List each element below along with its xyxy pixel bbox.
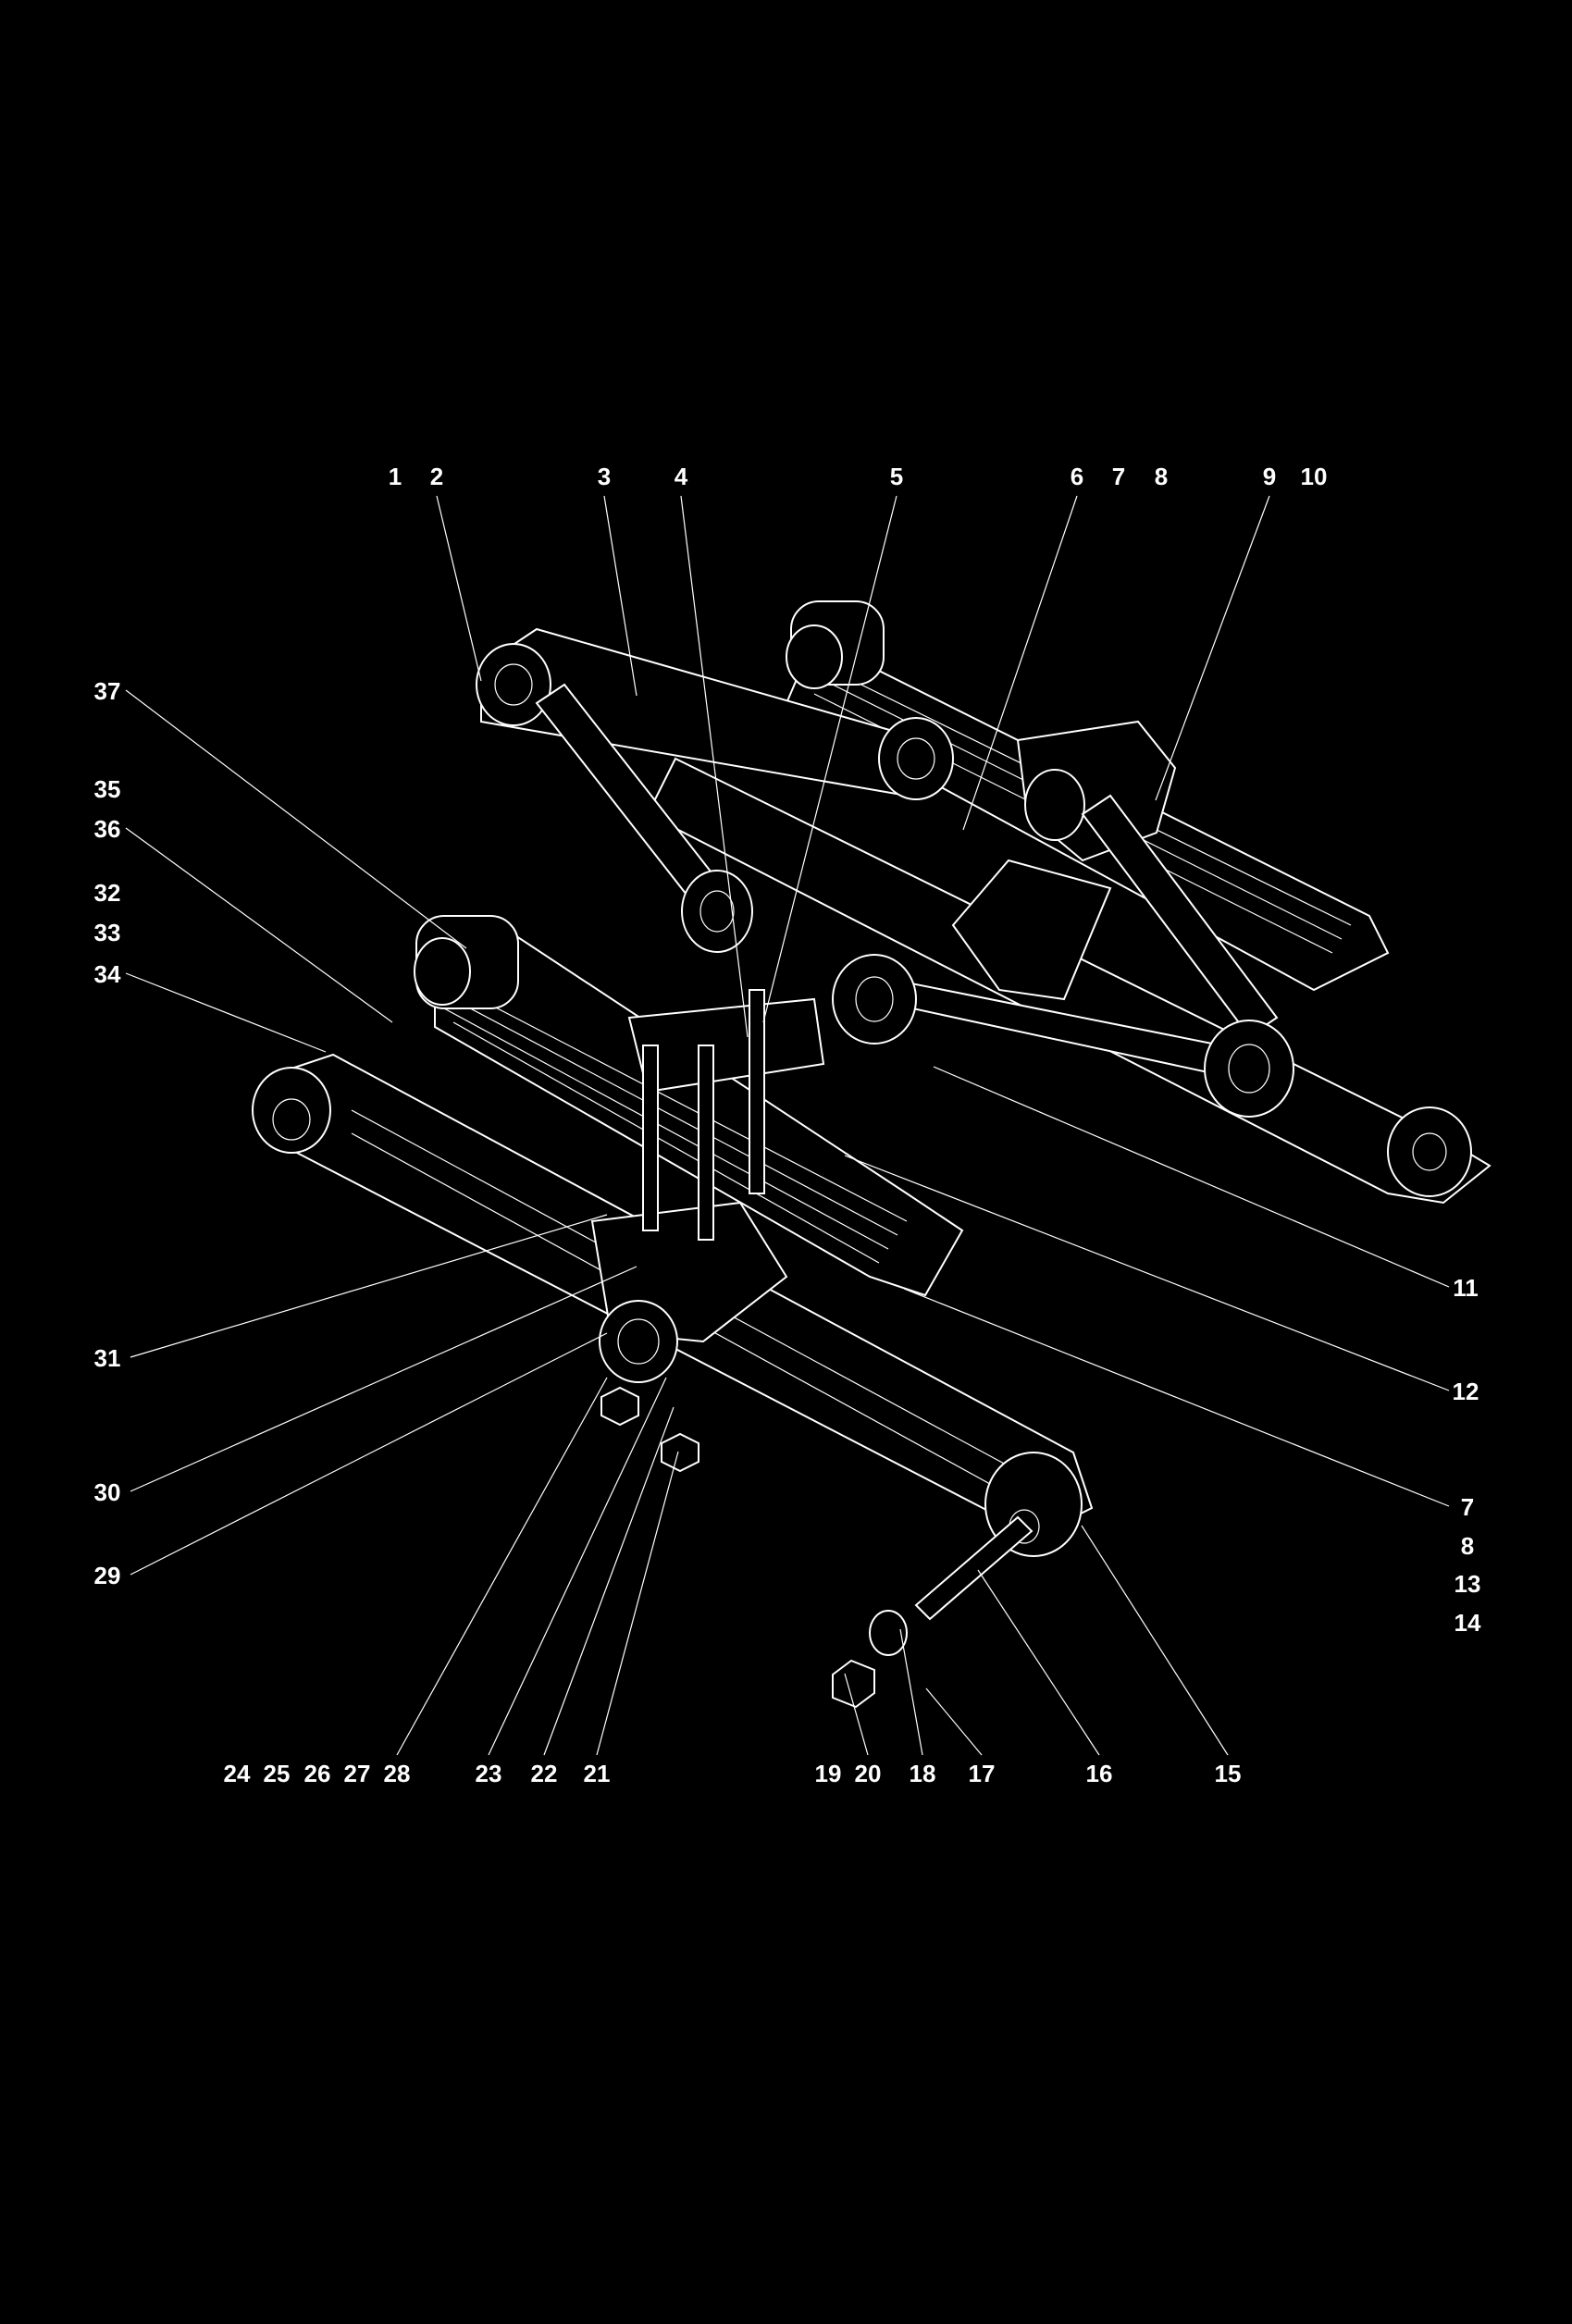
callout-label: 11 <box>1453 1274 1479 1302</box>
leader-line <box>844 1155 1450 1391</box>
callout-label: 18 <box>910 1760 936 1787</box>
leader-line <box>488 1377 667 1756</box>
callout-label: 3 <box>598 463 611 490</box>
u-bolt <box>642 1045 659 1231</box>
leader-line <box>436 495 482 682</box>
callout-label: 7 <box>1461 1493 1474 1521</box>
pivot-bolt <box>914 1515 1034 1621</box>
hanger-bracket <box>951 859 1112 1001</box>
leader-line <box>543 1406 675 1756</box>
axle-hub <box>599 1300 678 1383</box>
callout-label: 28 <box>384 1760 411 1787</box>
washer <box>869 1610 908 1656</box>
callout-label: 17 <box>969 1760 996 1787</box>
callout-label: 25 <box>264 1760 291 1787</box>
leader-line <box>1155 495 1270 801</box>
callout-label: 19 <box>815 1760 842 1787</box>
callout-label: 27 <box>344 1760 371 1787</box>
callout-label: 35 <box>94 775 121 803</box>
callout-label: 4 <box>675 463 688 490</box>
callout-label: 31 <box>94 1344 121 1372</box>
callout-label: 23 <box>476 1760 502 1787</box>
leader-line <box>903 1288 1450 1507</box>
callout-label: 21 <box>584 1760 611 1787</box>
leader-line <box>1081 1525 1229 1756</box>
leader-line <box>130 1266 637 1492</box>
callout-label: 26 <box>304 1760 331 1787</box>
callout-label: 8 <box>1461 1532 1474 1560</box>
callout-label: 37 <box>94 677 121 705</box>
callout-label: 30 <box>94 1478 121 1506</box>
callout-label: 15 <box>1215 1760 1242 1787</box>
callout-label: 36 <box>94 815 121 843</box>
front-axle-assembly <box>252 915 1094 1709</box>
leader-line <box>962 495 1078 831</box>
leader-line <box>125 689 467 949</box>
callout-label: 22 <box>531 1760 558 1787</box>
v-rod-arm <box>1081 794 1279 1038</box>
callout-label: 2 <box>430 463 443 490</box>
leader-line <box>933 1066 1450 1288</box>
labels-left: 37 35 36 32 33 34 31 30 29 <box>94 677 121 1589</box>
callout-label: 6 <box>1071 463 1083 490</box>
callout-label: 32 <box>94 879 121 907</box>
callout-label: 5 <box>890 463 903 490</box>
nut-small <box>600 1386 639 1427</box>
callout-label: 29 <box>94 1562 121 1589</box>
leader-line <box>844 1673 869 1756</box>
leader-line <box>596 1451 679 1756</box>
leader-lines <box>125 495 1450 1756</box>
labels-bottom: 24 25 26 27 28 23 22 21 19 20 18 17 16 1… <box>224 1760 1242 1787</box>
leader-line <box>762 495 897 1023</box>
leader-line <box>125 827 393 1023</box>
callout-label: 24 <box>224 1760 251 1787</box>
leader-line <box>396 1377 608 1756</box>
nut <box>832 1659 875 1709</box>
labels-top: 1 2 3 4 5 6 7 8 9 10 <box>389 463 1328 490</box>
leader-line <box>977 1569 1100 1756</box>
leader-line <box>130 1214 608 1358</box>
callout-label: 8 <box>1155 463 1168 490</box>
callout-label: 20 <box>855 1760 882 1787</box>
callout-label: 14 <box>1454 1609 1481 1637</box>
callout-label: 34 <box>94 960 121 988</box>
labels-right: 11 12 7 8 13 14 <box>1453 1274 1481 1637</box>
callout-label: 10 <box>1301 463 1328 490</box>
callout-label: 12 <box>1453 1378 1479 1405</box>
callout-label: 9 <box>1263 463 1276 490</box>
leader-line <box>925 1687 983 1756</box>
callout-label: 7 <box>1112 463 1125 490</box>
leader-line <box>680 495 749 1038</box>
leader-line <box>125 972 327 1053</box>
callout-label: 1 <box>389 463 402 490</box>
rod-end-left <box>476 643 551 726</box>
callout-label: 33 <box>94 919 121 946</box>
callout-label: 16 <box>1086 1760 1113 1787</box>
leader-line <box>130 1332 608 1576</box>
callout-label: 13 <box>1454 1570 1481 1598</box>
rear-axle-assembly <box>476 600 1492 1205</box>
leader-line <box>899 1628 923 1756</box>
leader-line <box>603 495 637 697</box>
